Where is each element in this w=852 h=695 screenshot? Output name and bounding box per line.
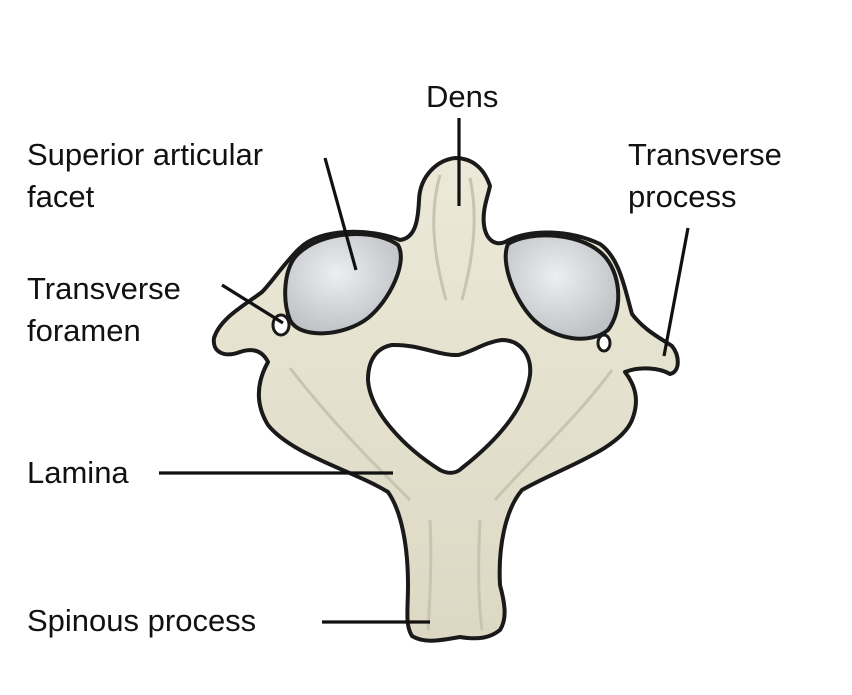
dens-shading xyxy=(432,174,476,301)
label-lamina-text: Lamina xyxy=(27,455,129,490)
label-transverse-process-line1: Transverse xyxy=(628,137,782,172)
label-superior-articular-facet-line1: Superior articular xyxy=(27,137,264,172)
label-transverse-foramen-line2: foramen xyxy=(27,313,141,348)
right-articular-facet xyxy=(503,233,621,341)
label-spinous-process: Spinous process xyxy=(27,600,256,642)
label-dens-text: Dens xyxy=(426,79,499,114)
label-transverse-process: Transverse process xyxy=(628,134,782,218)
lamina-shading xyxy=(288,367,614,631)
label-lamina: Lamina xyxy=(27,452,129,494)
right-transverse-foramen xyxy=(596,333,612,353)
superior-articular-facet-leader xyxy=(323,157,358,271)
label-superior-articular-facet-line2: facet xyxy=(27,179,95,214)
vertebral-foramen xyxy=(366,338,533,475)
label-dens: Dens xyxy=(426,76,498,118)
label-transverse-process-line2: process xyxy=(628,179,737,214)
label-transverse-foramen: Transverse foramen xyxy=(27,268,181,352)
left-articular-facet xyxy=(283,232,403,336)
leader-lines xyxy=(159,118,690,624)
transverse-foramen-leader xyxy=(221,283,284,325)
label-spinous-process-text: Spinous process xyxy=(27,603,257,638)
transverse-process-leader xyxy=(662,227,690,357)
label-transverse-foramen-line1: Transverse xyxy=(27,271,181,306)
label-superior-articular-facet: Superior articular facet xyxy=(27,134,263,218)
